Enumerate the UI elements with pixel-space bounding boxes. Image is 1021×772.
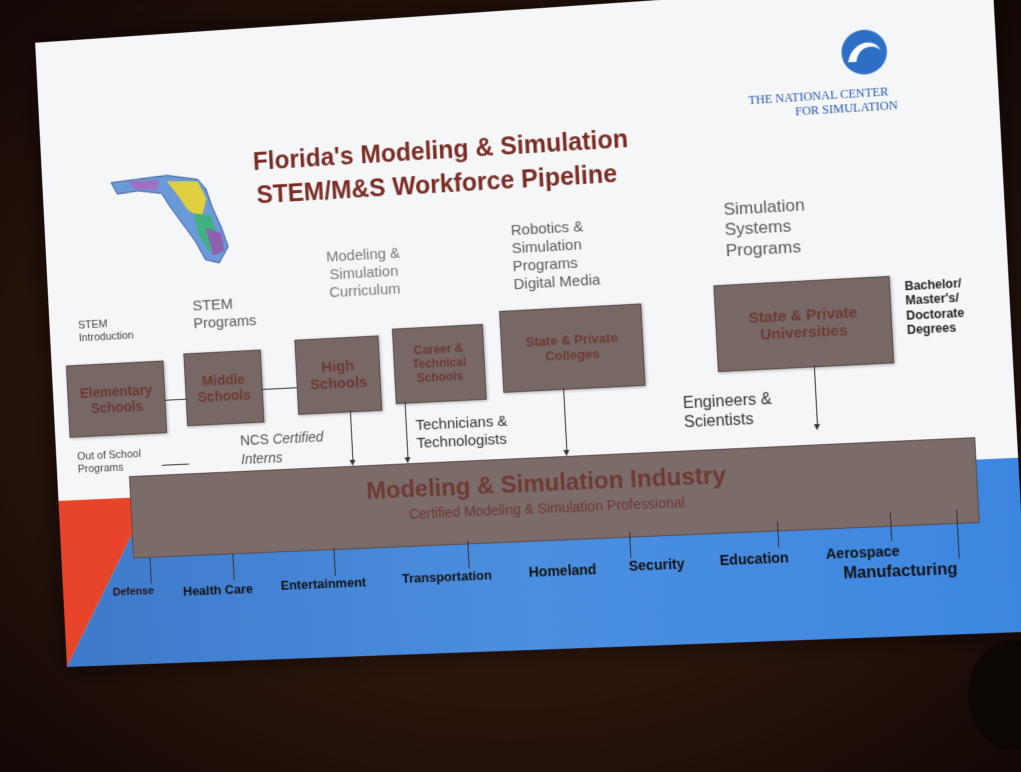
interns-word: Interns bbox=[240, 449, 284, 468]
wave-circle-icon bbox=[840, 28, 889, 76]
arrowhead-universities bbox=[813, 423, 821, 431]
arrow-colleges-to-industry bbox=[563, 387, 568, 452]
stage-label-modeling-curriculum: Modeling & Simulation Curriculum bbox=[325, 244, 401, 302]
arrow-elementary-to-middle bbox=[164, 398, 186, 401]
box-state-private-colleges: State & Private Colleges bbox=[499, 303, 646, 393]
sector-defense: Defense bbox=[112, 585, 155, 599]
arrow-career-to-industry bbox=[404, 401, 409, 460]
sector-health-care: Health Care bbox=[182, 581, 254, 599]
stage-label-simulation-systems: Simulation Systems Programs bbox=[723, 195, 806, 261]
box-elementary-schools: Elementary Schools bbox=[65, 360, 168, 438]
certified-word: Certified bbox=[272, 428, 324, 447]
degrees-label: Bachelor/ Master's/ Doctorate Degrees bbox=[904, 276, 965, 338]
stage-label-robotics: Robotics & Simulation Programs Digital M… bbox=[510, 218, 601, 294]
technicians-technologists-label: Technicians & Technologists bbox=[415, 412, 508, 452]
sector-education: Education bbox=[719, 549, 790, 569]
box-high-schools: High Schools bbox=[294, 335, 383, 415]
arrow-middle-to-high bbox=[261, 387, 297, 390]
box-career-technical-schools: Career & Technical Schools bbox=[391, 323, 487, 405]
ncs-prefix: NCS bbox=[239, 430, 273, 449]
out-of-school-programs-label: Out of School Programs bbox=[76, 448, 142, 476]
box-state-private-universities: State & Private Universities bbox=[713, 275, 895, 373]
arrow-universities-to-industry bbox=[813, 365, 819, 427]
engineers-scientists-label: Engineers & Scientists bbox=[682, 390, 773, 432]
sector-aerospace: Aerospace bbox=[825, 542, 901, 562]
sector-security: Security bbox=[628, 555, 685, 574]
florida-map-icon bbox=[109, 167, 249, 273]
projection-screen: Florida's Modeling & Simulation STEM/M&S… bbox=[35, 0, 1021, 667]
ncs-certified-interns-label: NCS Certified Interns bbox=[240, 428, 325, 470]
stage-label-stem-introduction: STEM Introduction bbox=[77, 318, 135, 345]
arrow-out-of-school bbox=[162, 463, 190, 466]
sector-homeland: Homeland bbox=[528, 561, 597, 580]
stage-label-stem-programs: STEM Programs bbox=[192, 295, 257, 333]
arrow-high-to-industry bbox=[349, 410, 354, 462]
box-middle-schools: Middle Schools bbox=[183, 349, 265, 427]
